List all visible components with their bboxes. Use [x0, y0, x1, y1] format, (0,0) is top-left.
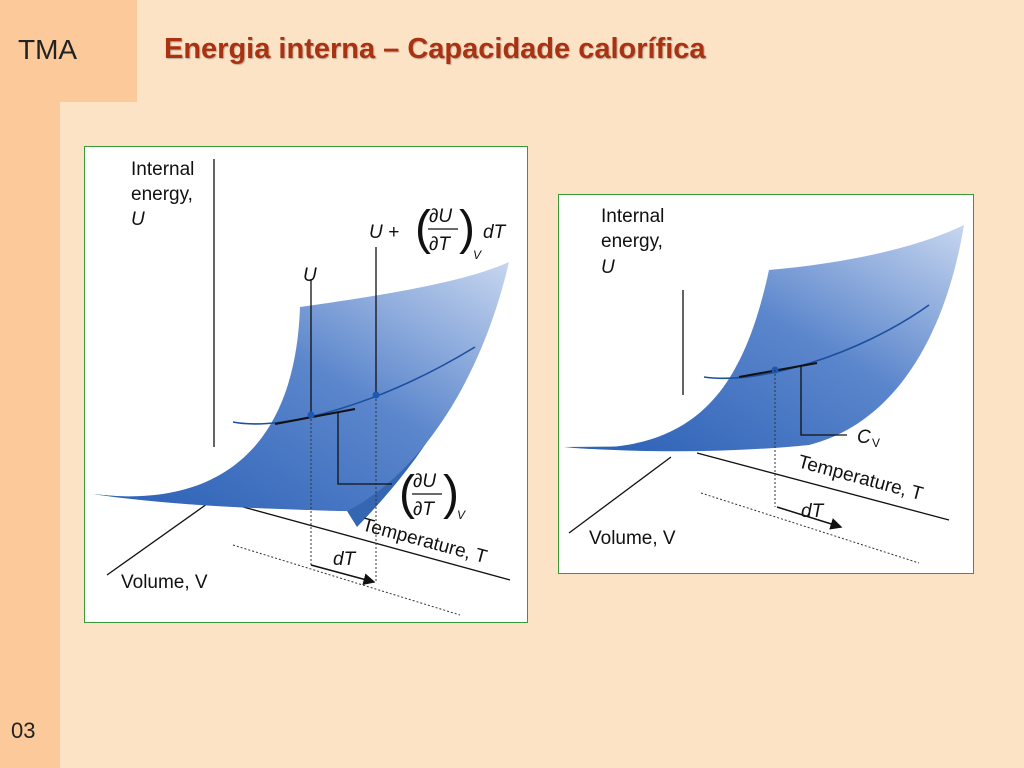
dT-arrow — [310, 564, 376, 586]
partial-denominator: ∂T — [429, 234, 451, 255]
surface-curve — [703, 304, 930, 380]
brand-label: TMA — [18, 34, 78, 65]
dT-top: dT — [483, 222, 507, 243]
slope-bracket — [337, 412, 392, 485]
volume-axis — [106, 498, 215, 576]
side-strip — [0, 0, 60, 768]
close-paren: ) — [459, 202, 475, 255]
right-diagram-svg: Internal energy, U C V Temperature, T Vo… — [564, 206, 964, 564]
subscript-v-top: V — [473, 248, 482, 262]
udt-prefix: U + — [369, 222, 399, 243]
partial-numerator: ∂U — [429, 206, 452, 227]
slide-title: Energia interna – Capacidade calorífica — [164, 33, 706, 65]
slope-subscript: V — [457, 508, 466, 522]
dT-label: dT — [801, 501, 825, 522]
energy-label-line2: energy, — [131, 184, 193, 205]
temperature-axis — [213, 498, 511, 581]
energy-surface — [93, 262, 509, 511]
energy-label-line2: energy, — [601, 231, 663, 252]
cv-bracket — [800, 365, 847, 436]
temperature-axis — [696, 452, 950, 521]
energy-label-line1: Internal — [601, 206, 664, 227]
point-udt — [372, 391, 380, 399]
page-number: 03 — [11, 718, 36, 743]
dT-arrow — [776, 506, 843, 530]
slope-denominator: ∂T — [413, 499, 435, 520]
volume-label: Volume, V — [121, 572, 208, 593]
energy-surface — [564, 225, 964, 452]
energy-label-var: U — [601, 257, 615, 278]
slope-open-paren: ( — [399, 467, 415, 520]
open-paren: ( — [415, 202, 431, 255]
volume-label: Volume, V — [589, 528, 676, 549]
volume-axis — [568, 456, 672, 534]
slope-numerator: ∂U — [413, 471, 436, 492]
tangent-line — [274, 408, 356, 425]
dashed-grid-line — [232, 544, 461, 616]
energy-label-var: U — [131, 209, 145, 230]
cv-subscript: V — [872, 436, 880, 450]
right-diagram-panel: Internal energy, U C V Temperature, T Vo… — [558, 194, 974, 574]
slope-close-paren: ) — [443, 467, 459, 520]
point-u — [307, 411, 315, 419]
dT-bottom: dT — [333, 549, 357, 570]
point-label-u: U — [303, 265, 317, 286]
left-diagram-svg: Internal energy, U U U + ( ∂U ∂T ) V dT … — [93, 159, 511, 616]
energy-label-line1: Internal — [131, 159, 194, 180]
surface-curve — [232, 346, 476, 425]
cv-label: C — [857, 427, 871, 448]
temperature-label: Temperature, T — [360, 515, 490, 569]
left-diagram-panel: Internal energy, U U U + ( ∂U ∂T ) V dT … — [84, 146, 528, 623]
brand-box — [0, 0, 137, 102]
